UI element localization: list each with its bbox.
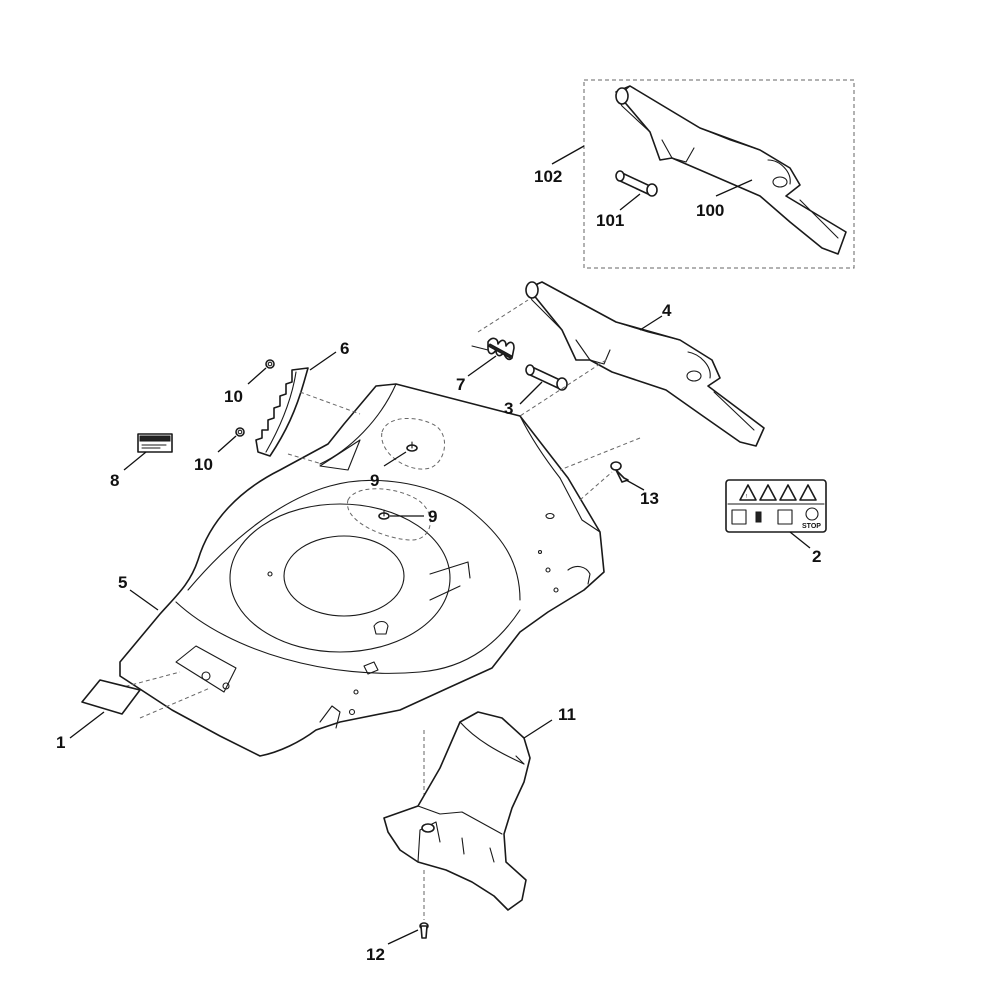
part-1-decal: [81, 679, 141, 715]
part-13-screw: [610, 461, 629, 483]
part-12-screw: [419, 922, 429, 939]
warning-triangle-icon: [739, 484, 757, 501]
leader-102: [551, 145, 585, 165]
callout-13: 13: [640, 489, 659, 508]
callout-2: 2: [812, 547, 821, 566]
decal-to-deck-dash-2: [111, 671, 181, 691]
leader-7: [467, 355, 497, 377]
spring-to-guard-dash: [477, 299, 529, 333]
part-6-height-rack: [255, 367, 309, 457]
callout-9-upper: 9: [370, 471, 379, 490]
part-4-handle-guard: [525, 281, 765, 447]
leader-101: [619, 193, 641, 211]
leader-8: [123, 451, 147, 471]
callout-101: 101: [596, 211, 624, 230]
callout-4: 4: [662, 301, 672, 320]
part-7-spring: [471, 337, 515, 361]
leader-10-lower: [217, 435, 237, 453]
callout-6: 6: [340, 339, 349, 358]
leader-5: [129, 589, 159, 611]
leader-6: [309, 351, 337, 371]
part-8-decal: [137, 433, 173, 453]
callout-102: 102: [534, 167, 562, 186]
guard-to-deck-dash: [519, 359, 607, 417]
rack-to-deck-dash-2: [287, 453, 323, 465]
callout-5: 5: [118, 573, 127, 592]
leader-12: [387, 929, 419, 945]
part-5-mower-deck: [119, 383, 605, 757]
callout-1: 1: [56, 733, 65, 752]
stop-text: STOP: [802, 523, 821, 530]
callout-11: 11: [558, 705, 576, 724]
callout-9-lower: 9: [428, 507, 437, 526]
leader-4: [639, 315, 663, 331]
part-11-rear-deflector: [383, 711, 531, 911]
kit-102-group: [551, 79, 855, 269]
callout-7: 7: [456, 375, 465, 394]
callout-3: 3: [504, 399, 513, 418]
decal-to-deck-dash: [139, 687, 211, 719]
part-100-handle-guard: [615, 85, 847, 255]
callout-10-upper: 10: [224, 387, 243, 406]
leader-13: [625, 479, 645, 491]
bolt-13-dash: [579, 471, 613, 501]
warning-triangle-icon: [779, 484, 797, 501]
svg-text:!: !: [746, 494, 747, 500]
leader-2: [789, 531, 811, 549]
leader-11: [523, 719, 553, 739]
callout-8: 8: [110, 471, 119, 490]
part-9-bolt-upper: [381, 417, 445, 470]
warning-triangle-icon: [799, 484, 817, 501]
part-2-warning-label: ! STOP: [725, 479, 827, 533]
part-10-nut-upper: [265, 359, 275, 369]
part-101-pin: [615, 170, 658, 197]
leader-10-upper: [247, 367, 267, 385]
callout-100: 100: [696, 201, 724, 220]
callout-10-lower: 10: [194, 455, 213, 474]
leader-1: [69, 711, 105, 739]
guard-to-deck-dash-2: [559, 437, 641, 471]
rack-to-deck-dash: [299, 391, 361, 415]
warning-triangle-icon: [759, 484, 777, 501]
leader-9-upper: [383, 451, 407, 467]
stop-icon: [805, 507, 819, 521]
callout-12: 12: [366, 945, 385, 964]
kit-boundary-box: [583, 79, 855, 269]
part-10-nut-lower: [235, 427, 245, 437]
part-3-pin: [525, 364, 568, 391]
leader-3: [519, 381, 543, 405]
part-9-bolt-lower: [347, 488, 431, 541]
leader-100: [715, 179, 753, 197]
